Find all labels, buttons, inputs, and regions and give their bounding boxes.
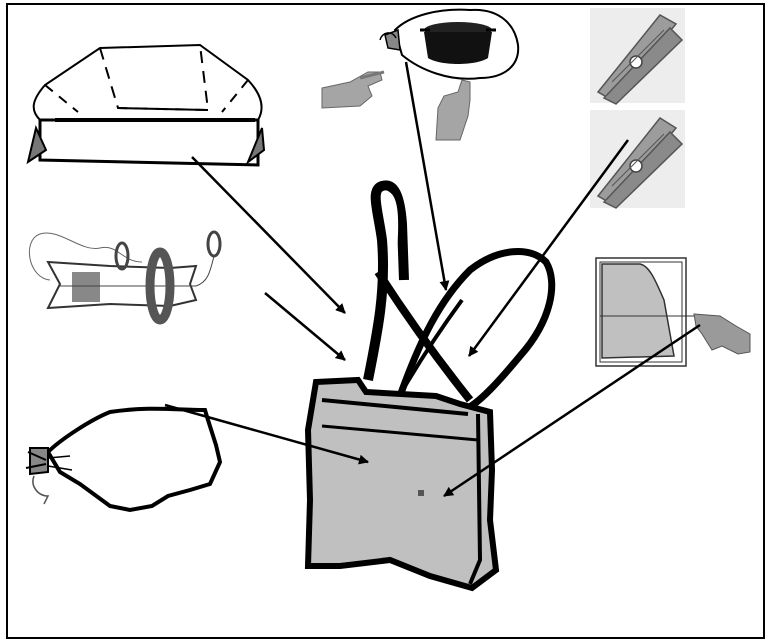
folding-reflector-box-icon <box>26 43 266 167</box>
arrow-plastic-bag-to-bag <box>164 403 369 465</box>
clothespin-pair-icon <box>590 8 685 209</box>
pot-in-plastic-bag-icon <box>321 8 520 141</box>
arrow-pot-to-bag <box>404 61 450 291</box>
shopping-bag-cooker-icon <box>304 180 556 592</box>
tied-plastic-bag-icon <box>25 406 223 513</box>
arrow-box-to-bag <box>191 156 346 314</box>
assembly-arrows <box>164 61 701 498</box>
string-reel-with-rings-icon <box>29 230 222 325</box>
cardboard-panel-icon <box>595 257 751 367</box>
arrow-clothespin-to-handle <box>467 139 630 357</box>
arrow-reel-to-bag <box>264 292 346 361</box>
arrow-panel-to-bag <box>443 323 701 498</box>
